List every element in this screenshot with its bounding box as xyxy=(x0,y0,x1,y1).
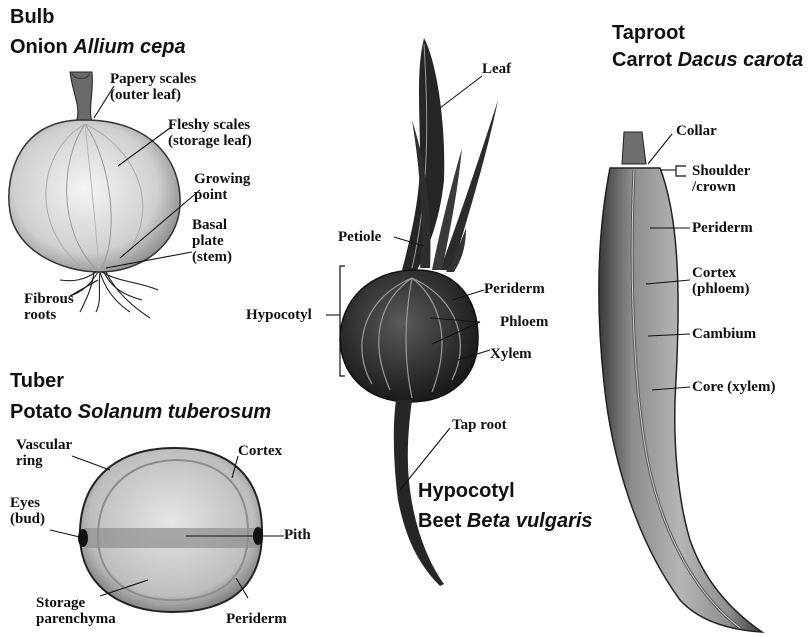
label-pith: Pith xyxy=(284,528,311,544)
carrot-latin-name: Dacus carota xyxy=(678,49,804,71)
potato-species-name: Potato Solanum tuberosum xyxy=(10,401,271,424)
label-leaf: Leaf xyxy=(482,62,511,78)
label-storage-line1: Storage xyxy=(36,595,85,611)
label-potato-cortex: Cortex xyxy=(238,444,282,460)
carrot-common-name: Carrot xyxy=(612,49,672,71)
beet-hypocotyl-illustration xyxy=(340,38,498,586)
label-growing-line2: point xyxy=(194,187,227,203)
label-storage-parenchyma: Storageparenchyma xyxy=(36,596,116,628)
carrot-section-title: Taproot xyxy=(612,22,685,45)
carrot-species-name: Carrot Dacus carota xyxy=(612,49,803,72)
label-vascular-line1: Vascular xyxy=(16,437,72,453)
label-shoulder-line2: /crown xyxy=(692,179,736,195)
onion-common-name: Onion xyxy=(10,36,68,58)
label-basal-plate: Basalplate(stem) xyxy=(192,218,232,265)
label-carrot-periderm: Periderm xyxy=(692,221,753,237)
label-vascular-ring: Vascularring xyxy=(16,438,72,470)
beet-common-name: Beet xyxy=(418,510,461,532)
onion-latin-name: Allium cepa xyxy=(73,36,185,58)
label-papery-line1: Papery scales xyxy=(110,71,196,87)
label-phloem: Phloem xyxy=(500,315,548,331)
label-papery-scales: Papery scales(outer leaf) xyxy=(110,72,196,104)
label-fibrous-line2: roots xyxy=(24,307,56,323)
label-cortex-line1: Cortex xyxy=(692,265,736,281)
label-growing-point: Growingpoint xyxy=(194,172,250,204)
label-shoulder-crown: Shoulder/crown xyxy=(692,164,750,196)
label-storage-line2: parenchyma xyxy=(36,611,116,627)
label-collar: Collar xyxy=(676,124,717,140)
label-cambium: Cambium xyxy=(692,327,756,343)
label-basal-line2: plate xyxy=(192,233,224,249)
beet-section-title: Hypocotyl xyxy=(418,480,515,503)
onion-section-title: Bulb xyxy=(10,6,54,29)
label-petiole: Petiole xyxy=(338,230,381,246)
label-eyes-line1: Eyes xyxy=(10,495,40,511)
potato-common-name: Potato xyxy=(10,401,72,423)
label-fibrous-roots: Fibrousroots xyxy=(24,292,74,324)
label-fibrous-line1: Fibrous xyxy=(24,291,74,307)
potato-latin-name: Solanum tuberosum xyxy=(78,401,271,423)
label-fleshy-line1: Fleshy scales xyxy=(168,117,250,133)
label-potato-periderm: Periderm xyxy=(226,612,287,628)
label-beet-periderm: Periderm xyxy=(484,282,545,298)
label-shoulder-line1: Shoulder xyxy=(692,163,750,179)
label-papery-line2: (outer leaf) xyxy=(110,87,181,103)
potato-tuber-illustration xyxy=(78,448,263,612)
onion-bulb-illustration xyxy=(9,72,180,318)
beet-species-name: Beet Beta vulgaris xyxy=(418,510,593,533)
beet-latin-name: Beta vulgaris xyxy=(467,510,593,532)
label-vascular-line2: ring xyxy=(16,453,43,469)
label-fleshy-scales: Fleshy scales(storage leaf) xyxy=(168,118,252,150)
label-carrot-cortex: Cortex(phloem) xyxy=(692,266,750,298)
label-cortex-line2: (phloem) xyxy=(692,281,750,297)
label-fleshy-line2: (storage leaf) xyxy=(168,133,252,149)
label-hypocotyl: Hypocotyl xyxy=(246,308,312,324)
potato-section-title: Tuber xyxy=(10,370,64,393)
label-eyes: Eyes(bud) xyxy=(10,496,45,528)
onion-species-name: Onion Allium cepa xyxy=(10,36,186,59)
label-tap-root: Tap root xyxy=(452,418,507,434)
label-core-xylem: Core (xylem) xyxy=(692,380,775,396)
label-growing-line1: Growing xyxy=(194,171,250,187)
label-xylem: Xylem xyxy=(490,347,532,363)
label-eyes-line2: (bud) xyxy=(10,511,45,527)
label-basal-line3: (stem) xyxy=(192,249,232,265)
label-basal-line1: Basal xyxy=(192,217,227,233)
